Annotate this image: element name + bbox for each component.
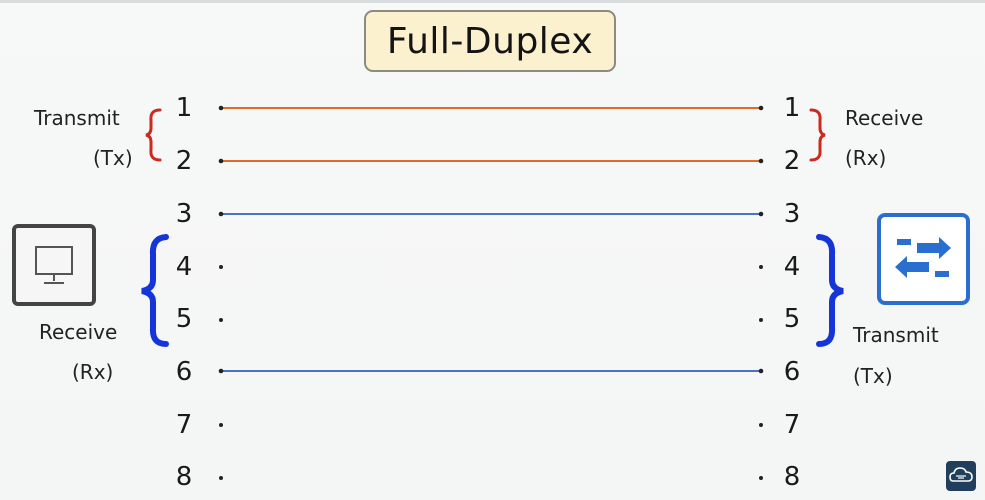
right-pin-1: 1 [783,93,801,123]
right-pin-5-dot [759,318,763,322]
wire-6-left-dot [218,368,224,374]
right-pin-4-dot [759,265,763,269]
switch-device [877,213,970,305]
wire-2-right-dot [758,158,764,164]
wire-1-left-dot [218,105,224,111]
left-blue-brace [141,234,169,347]
top-border [0,0,985,3]
left-pin-3: 3 [175,199,193,229]
wire-6-right-dot [758,368,764,374]
left-pin-7: 7 [175,410,193,440]
left-pin-1: 1 [175,93,193,123]
right-pin-3: 3 [783,199,801,229]
left-pin-5-dot [219,318,223,322]
left-pin-2: 2 [175,146,193,176]
right-transmit-label: Transmit [853,323,939,347]
right-pin-7: 7 [783,410,801,440]
right-rx-label: (Rx) [845,146,887,170]
left-pin-4: 4 [175,252,193,282]
left-red-brace [145,108,162,162]
right-pin-8: 8 [783,462,801,492]
right-pin-6: 6 [783,357,801,387]
title-box: Full-Duplex [364,10,616,72]
right-tx-label: (Tx) [853,364,893,388]
right-blue-brace [816,234,844,347]
wire-3-left-dot [218,211,224,217]
right-pin-8-dot [759,476,763,480]
right-pin-4: 4 [783,252,801,282]
right-receive-label: Receive [845,106,924,130]
right-pin-5: 5 [783,304,801,334]
wire-3-right-dot [758,211,764,217]
left-pin-5: 5 [175,304,193,334]
right-pin-7-dot [759,423,763,427]
diagram-title: Full-Duplex [386,20,594,62]
wire-1-right-dot [758,105,764,111]
pc-device [12,224,96,306]
cloud-network-icon [949,467,973,482]
channel-logo [946,461,976,491]
right-red-brace [809,108,826,162]
left-rx-label: (Rx) [72,360,114,384]
left-tx-label: (Tx) [93,146,133,170]
left-receive-label: Receive [39,320,118,344]
right-pin-2: 2 [783,146,801,176]
left-transmit-label: Transmit [34,106,120,130]
left-pin-8-dot [219,476,223,480]
left-pin-6: 6 [175,357,193,387]
left-pin-4-dot [219,265,223,269]
wire-2-left-dot [218,158,224,164]
monitor-icon [35,246,73,284]
left-pin-7-dot [219,423,223,427]
switch-arrows-icon [895,237,951,278]
left-pin-8: 8 [175,462,193,492]
